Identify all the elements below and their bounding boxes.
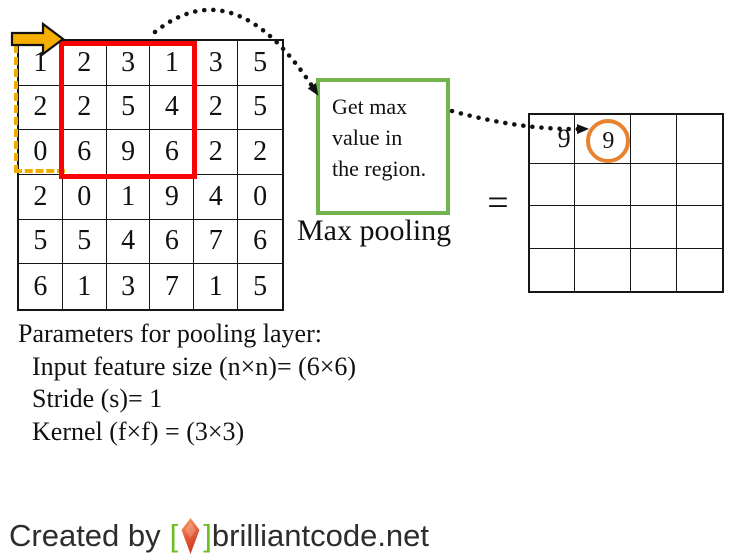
output-grid-cell [676,115,722,164]
input-grid-cell: 1 [63,264,107,309]
input-grid-cell: 2 [62,85,107,131]
parameters-block: Parameters for pooling layer: Input feat… [18,318,356,448]
input-grid-cell: 3 [194,41,239,86]
output-grid-cell [631,115,677,164]
output-grid-cell [530,248,576,291]
input-grid-cell: 7 [150,264,195,309]
input-grid-cell: 4 [194,175,239,220]
instruction-line: value in [332,125,403,150]
input-grid-cell: 5 [253,270,268,302]
parameter-line: Input feature size (n×n)= (6×6) [32,351,357,381]
input-grid-cell: 0 [62,175,107,220]
input-grid-cell: 6 [238,220,282,265]
brilliantcode-diamond-logo-icon [181,518,200,554]
output-grid-cell [631,248,677,291]
slide-direction-arrow-icon [10,21,65,57]
parameter-line: Kernel (f×f) = (3×3) [32,416,245,446]
input-grid-cell: 2 [19,175,63,220]
input-grid-cell: 1 [194,264,239,309]
input-grid-cell: 2 [238,130,282,175]
current-kernel-window-outline [59,41,197,179]
output-grid-cell: 9 [575,115,632,164]
input-grid-cell: 1 [106,175,151,220]
input-grid-cell: 3 [106,41,151,86]
output-grid-cell [676,206,722,249]
output-grid-cell [575,248,632,291]
region-to-box-dotted-arrow [152,7,319,96]
input-grid-cell: 0 [238,175,282,220]
footer-site-text: brilliantcode.net [211,518,430,553]
input-grid-cell: 5 [238,41,282,86]
output-grid-cell: 9 [530,115,576,164]
equals-sign: = [487,182,509,224]
input-grid-cell: 2 [62,41,107,86]
input-grid-cell: 2 [194,130,239,175]
input-grid-cell: 6 [150,219,195,265]
input-grid-cell: 5 [106,85,151,131]
instruction-line: the region. [332,156,427,181]
instruction-line: Get max [332,94,408,119]
output-grid-cell [575,164,632,207]
output-grid-cell [631,206,677,249]
input-grid-cell: 6 [19,264,63,309]
output-feature-grid: 9 9 [528,113,724,293]
input-grid-cell: 9 [150,175,195,220]
input-grid-cell: 4 [106,219,151,265]
footer-credit: Created by [ ] brilliantcode.net [9,517,429,555]
previous-kernel-window-outline [14,45,65,173]
input-grid-cell: 3 [107,264,151,309]
parameter-line: Stride (s)= 1 [32,384,163,413]
max-value-circle: 9 [586,119,631,163]
logo-bracket-close: ] [203,518,212,553]
output-grid-cell [631,164,677,207]
footer-created-by-text: Created by [9,518,161,553]
output-grid-cell [677,249,722,291]
input-grid-cell: 5 [19,219,63,265]
output-grid-cell [530,164,576,207]
box-to-output-dotted-arrow [449,108,589,135]
input-grid-cell: 5 [62,219,107,265]
output-grid-cell [575,206,632,249]
output-grid-cell [676,164,722,207]
max-pooling-label: Max pooling [297,214,452,247]
input-grid-cell: 5 [238,86,282,131]
input-grid-cell: 7 [194,219,239,265]
input-grid-cell: 2 [194,85,239,131]
logo-bracket-open: [ [169,518,179,553]
output-grid-cell [530,206,576,249]
pooling-instruction-box: Get max value in the region. [316,78,450,215]
parameters-heading: Parameters for pooling layer: [18,319,322,348]
